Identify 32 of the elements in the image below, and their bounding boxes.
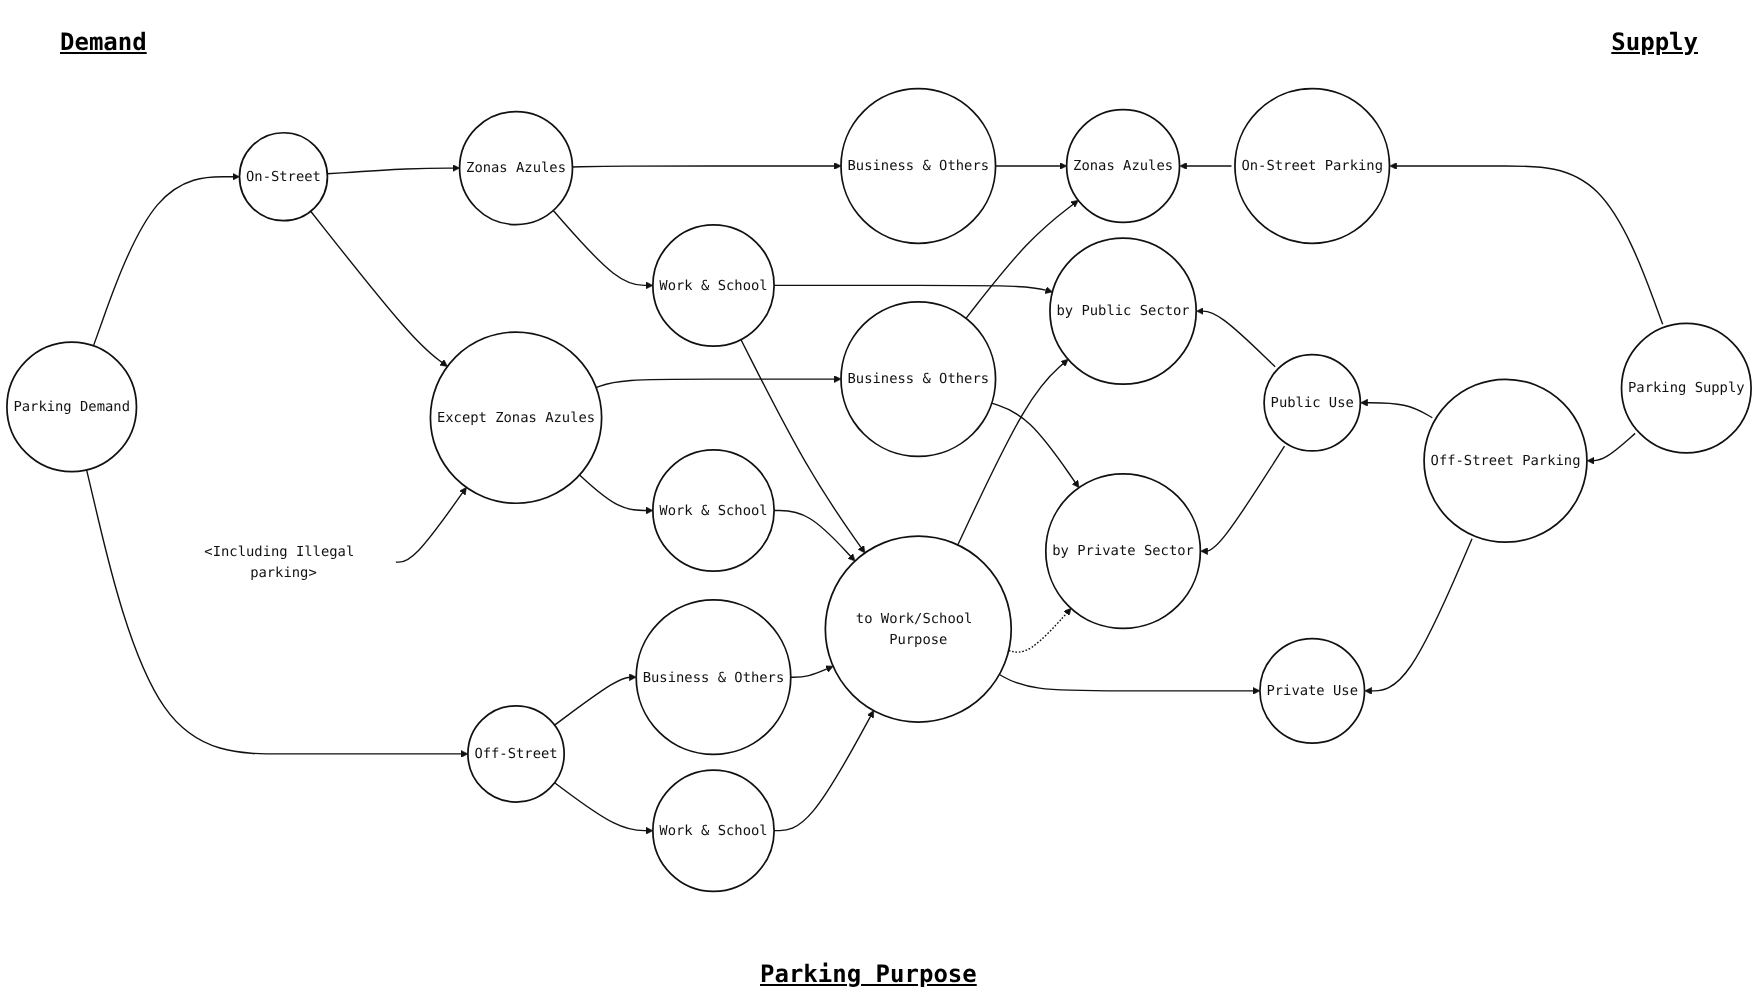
arrow bbox=[553, 782, 654, 835]
arrow bbox=[790, 665, 834, 678]
arrow bbox=[571, 162, 842, 170]
arrow bbox=[965, 200, 1079, 319]
arrow bbox=[773, 710, 875, 832]
arrow bbox=[395, 487, 467, 563]
arrow bbox=[310, 210, 448, 367]
arrow bbox=[92, 172, 240, 347]
arrow bbox=[326, 164, 460, 175]
arrow bbox=[1389, 162, 1664, 325]
section-heading: Demand bbox=[60, 28, 147, 56]
arrow bbox=[1364, 538, 1473, 695]
arrow bbox=[998, 673, 1261, 695]
arrow bbox=[552, 209, 654, 290]
arrow bbox=[85, 469, 469, 758]
arrow bbox=[773, 509, 856, 562]
arrow bbox=[1008, 608, 1072, 653]
arrow bbox=[994, 162, 1067, 170]
arrow bbox=[740, 338, 866, 554]
arrow bbox=[773, 284, 1053, 294]
arrow bbox=[553, 673, 637, 726]
arrow bbox=[1586, 432, 1636, 465]
arrow bbox=[578, 474, 654, 515]
arrow bbox=[1200, 445, 1286, 555]
arrow bbox=[1196, 307, 1276, 368]
section-heading: Parking Purpose bbox=[760, 960, 977, 988]
arrow bbox=[1179, 162, 1233, 170]
arrow bbox=[1360, 398, 1433, 419]
arrow bbox=[957, 359, 1069, 546]
arrow bbox=[991, 402, 1080, 489]
arrow bbox=[595, 375, 842, 389]
section-heading: Supply bbox=[1611, 28, 1698, 56]
